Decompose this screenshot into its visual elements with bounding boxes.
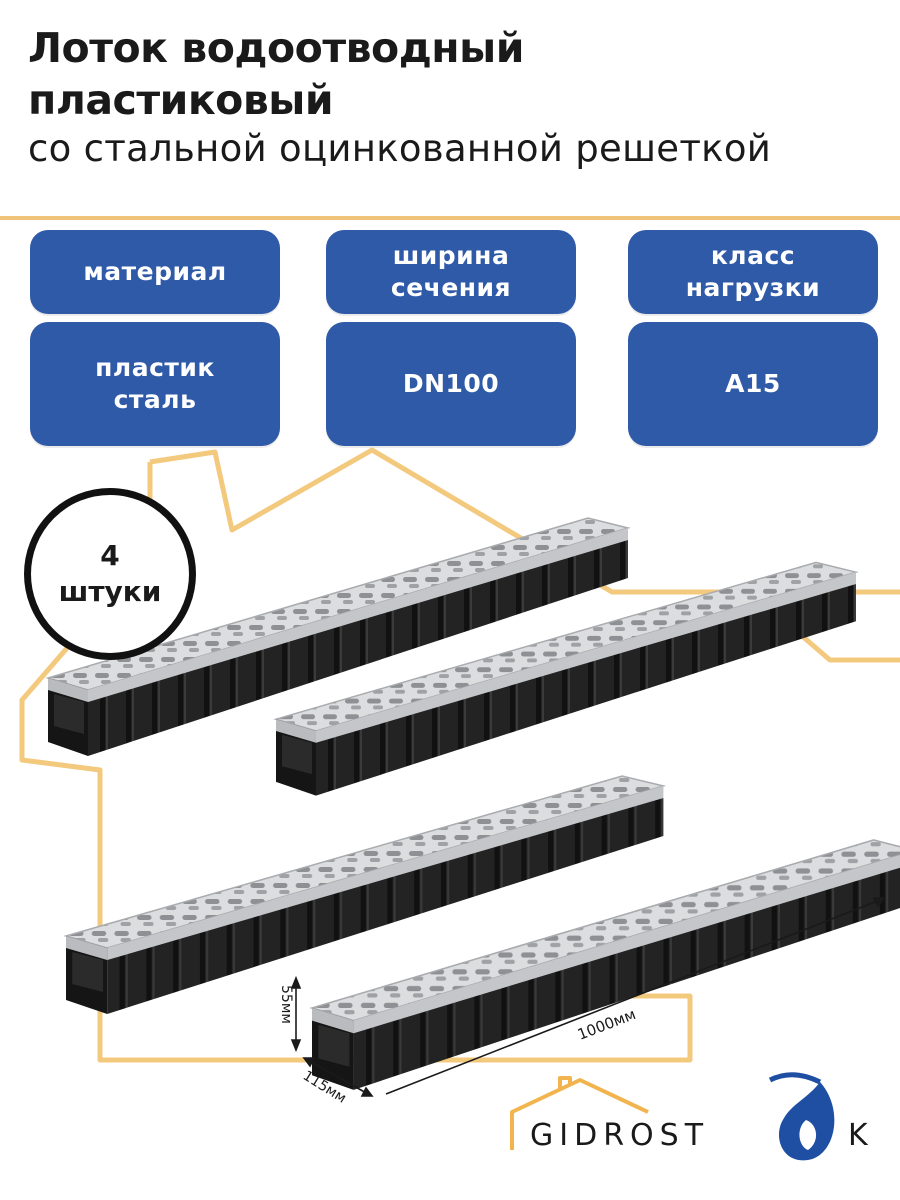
title-divider xyxy=(0,216,900,220)
logo-roof xyxy=(510,1076,649,1150)
spec-value-material: пластик сталь xyxy=(30,322,280,446)
product-title: Лоток водоотводный пластиковый xyxy=(28,24,524,124)
brand-logo-text: GIDROST xyxy=(530,1118,710,1153)
quantity-badge: 4 штуки xyxy=(24,488,196,660)
product-subtitle: со стальной оцинкованной решеткой xyxy=(28,127,772,170)
spec-label-material: материал xyxy=(30,230,280,314)
spec-label-load-class: класс нагрузки xyxy=(628,230,878,314)
dimension-height-label: 55мм xyxy=(278,985,294,1024)
spec-value-width: DN100 xyxy=(326,322,576,446)
dimension-lines xyxy=(290,897,886,1097)
water-drop-icon xyxy=(768,1072,835,1161)
spec-value-load-class: A15 xyxy=(628,322,878,446)
brand-logo-suffix: K xyxy=(848,1118,868,1153)
spec-label-width: ширина сечения xyxy=(326,230,576,314)
